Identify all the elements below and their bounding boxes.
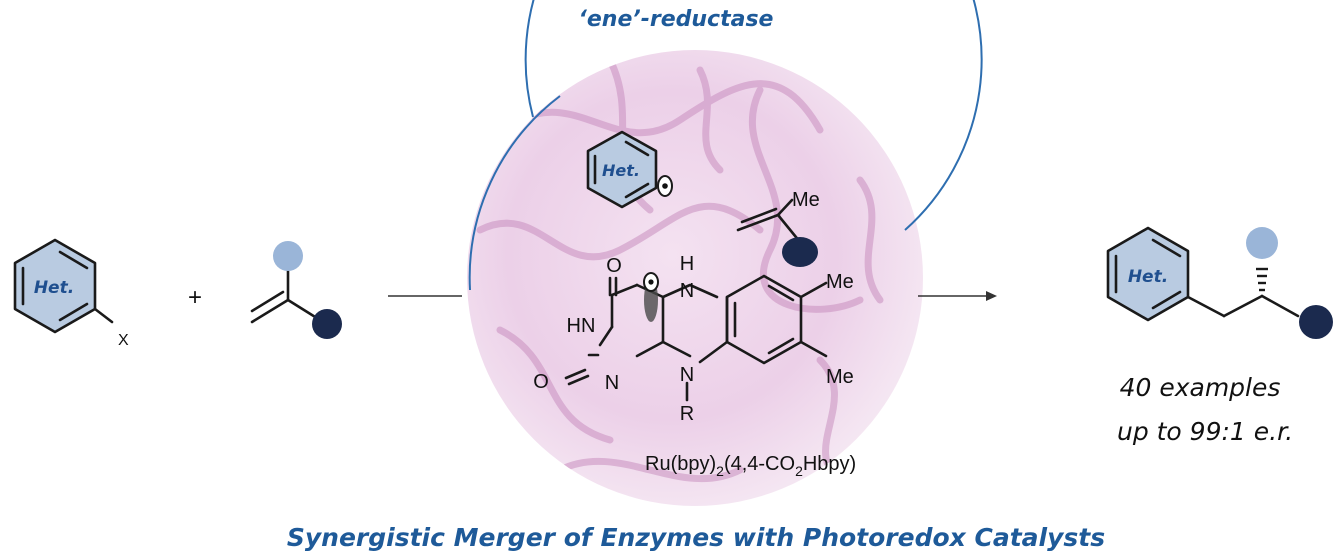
leaving-group-label: X (118, 332, 129, 349)
flavin-me-bottom: Me (826, 366, 854, 388)
pocket-arc-outline-left (468, 95, 561, 291)
photocatalyst-label: Ru(bpy)2(4,4-CO2Hbpy) (645, 453, 856, 479)
flavin-o-bottom: O (533, 371, 549, 393)
flavin-n-top: N (680, 280, 694, 302)
flavin-o-top: O (606, 255, 622, 277)
product-light-blue-substituent (1246, 227, 1278, 259)
alkene-reactant (250, 241, 342, 339)
aryl-halide: Het. X (13, 238, 129, 349)
dark-substituent (312, 309, 342, 339)
product: Het. (1106, 226, 1333, 339)
enzyme-title: ‘ene’-reductase (579, 7, 774, 32)
flavin-cofactor: O HN O N H N N R Me Me (533, 253, 854, 425)
radical-dot (662, 183, 668, 189)
heteroaryl-radical: Het. (586, 130, 673, 209)
flavin-n-ring: N (605, 372, 619, 394)
protein-background (467, 50, 923, 506)
flavin-hn: HN (567, 315, 596, 337)
product-dark-substituent (1299, 305, 1333, 339)
radical-het-label: Het. (602, 161, 640, 180)
enantiomeric-ratio: up to 99:1 e.r. (1117, 417, 1293, 446)
het-label: Het. (34, 278, 74, 298)
flavin-n-bottom: N (680, 364, 694, 386)
flavin-me-top: Me (826, 271, 854, 293)
product-ring (1106, 226, 1190, 322)
stereo-hash-bond (1256, 267, 1268, 292)
flavin-r: R (680, 403, 694, 425)
plus-sign: + (188, 284, 202, 311)
enzyme-pocket (467, 0, 983, 506)
arrow-head (986, 291, 997, 301)
light-blue-substituent (273, 241, 303, 271)
pocket-alkene: Me (736, 189, 820, 267)
aryl-ring (13, 238, 97, 334)
flavin-h: H (680, 253, 694, 275)
tagline: Synergistic Merger of Enzymes with Photo… (287, 523, 1105, 552)
pocket-dark-substituent (782, 237, 818, 267)
examples-count: 40 examples (1120, 373, 1281, 402)
product-het-label: Het. (1128, 267, 1168, 287)
pocket-methyl: Me (792, 189, 820, 211)
pocket-arc-outline (524, 0, 983, 231)
